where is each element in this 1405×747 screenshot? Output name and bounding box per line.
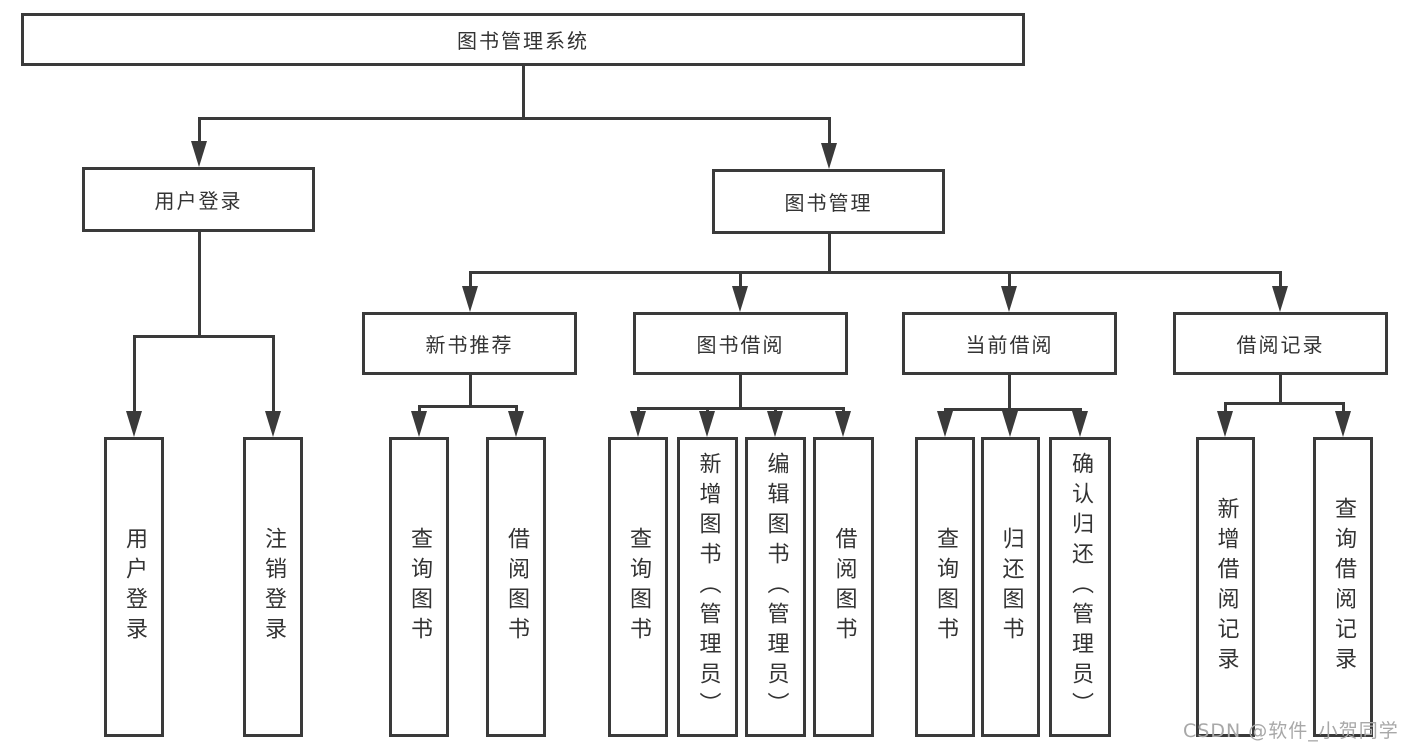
arrow-down-icon — [191, 141, 207, 167]
node-root-library-system: 图书管理系统 — [21, 13, 1025, 66]
arrow-down-icon — [937, 411, 953, 437]
leaf-query-books-recommend: 查询图书 — [389, 437, 449, 737]
connector-records-rail — [1224, 402, 1345, 405]
connector-arrow-stem — [133, 335, 136, 415]
connector-arrow-stem — [272, 335, 275, 415]
leaf-user-login: 用户登录 — [104, 437, 164, 737]
connector-newbook-stub — [469, 375, 472, 408]
connector-arrow-stem — [1342, 402, 1345, 415]
arrow-down-icon — [767, 411, 783, 437]
connector-arrow-stem — [1224, 402, 1227, 415]
connector-level3-rail — [469, 271, 1282, 274]
arrow-down-icon — [508, 411, 524, 437]
arrow-down-icon — [1335, 411, 1351, 437]
connector-records-stub — [1279, 375, 1282, 405]
node-current-borrowing: 当前借阅 — [902, 312, 1117, 375]
connector-level2-rail — [198, 117, 831, 120]
arrow-down-icon — [1272, 286, 1288, 312]
arrow-down-icon — [699, 411, 715, 437]
leaf-logout: 注销登录 — [243, 437, 303, 737]
arrow-down-icon — [821, 143, 837, 169]
connector-arrow-stem — [1279, 271, 1282, 289]
connector-arrow-stem — [515, 405, 518, 415]
connector-bookborrow-rail — [637, 407, 845, 410]
connector-userlogin-rail — [133, 335, 275, 338]
leaf-confirm-return-admin: 确认归还（管理员） — [1049, 437, 1111, 737]
node-user-login: 用户登录 — [82, 167, 315, 232]
node-book-borrowing: 图书借阅 — [633, 312, 848, 375]
arrow-down-icon — [835, 411, 851, 437]
connector-bookborrow-stub — [739, 375, 742, 410]
connector-arrow-stem — [418, 405, 421, 415]
arrow-down-icon — [732, 286, 748, 312]
arrow-down-icon — [1072, 411, 1088, 437]
arrow-down-icon — [265, 411, 281, 437]
leaf-query-books-borrow: 查询图书 — [608, 437, 668, 737]
leaf-add-borrow-record: 新增借阅记录 — [1196, 437, 1255, 737]
arrow-down-icon — [1002, 411, 1018, 437]
connector-arrow-stem — [1008, 271, 1011, 289]
connector-currentborrow-stub — [1008, 375, 1011, 411]
node-new-book-recommend: 新书推荐 — [362, 312, 577, 375]
leaf-add-book-admin: 新增图书（管理员） — [677, 437, 738, 737]
leaf-edit-book-admin: 编辑图书（管理员） — [745, 437, 806, 737]
leaf-query-books-current: 查询图书 — [915, 437, 975, 737]
connector-arrow-stem — [469, 271, 472, 289]
connector-userlogin-stub — [198, 232, 201, 338]
arrow-down-icon — [126, 411, 142, 437]
connector-arrow-stem — [739, 271, 742, 289]
leaf-return-book: 归还图书 — [981, 437, 1040, 737]
leaf-borrow-books-recommend: 借阅图书 — [486, 437, 546, 737]
leaf-query-borrow-record: 查询借阅记录 — [1313, 437, 1373, 737]
arrow-down-icon — [411, 411, 427, 437]
arrow-down-icon — [462, 286, 478, 312]
connector-arrow-stem — [828, 117, 831, 149]
arrow-down-icon — [1001, 286, 1017, 312]
node-borrow-records: 借阅记录 — [1173, 312, 1388, 375]
arrow-down-icon — [1217, 411, 1233, 437]
arrow-down-icon — [630, 411, 646, 437]
leaf-borrow-books: 借阅图书 — [813, 437, 874, 737]
connector-currentborrow-rail — [944, 408, 1082, 411]
connector-root-stub — [522, 66, 525, 120]
connector-newbook-rail — [418, 405, 518, 408]
csdn-watermark: CSDN @软件_小贺同学 — [1183, 720, 1399, 742]
connector-arrow-stem — [198, 117, 201, 147]
connector-bookmgmt-stub — [828, 234, 831, 274]
node-book-management: 图书管理 — [712, 169, 945, 234]
